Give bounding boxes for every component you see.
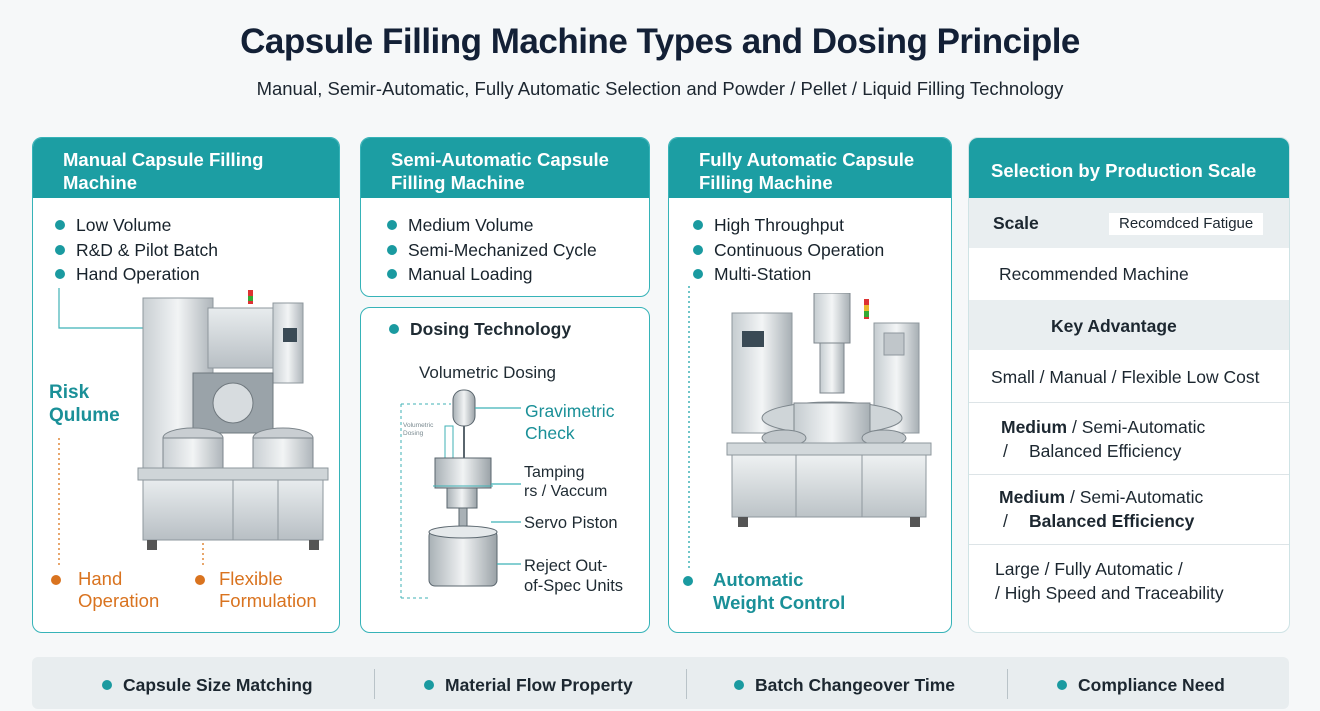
large-scale-row-2: / High Speed and Traceability (995, 583, 1224, 603)
medium-advantage-1: Balanced Efficiency (1029, 441, 1182, 461)
medium-slash: / (1003, 441, 1008, 461)
manual-machine-illustration (137, 290, 329, 550)
fatigue-header: Recomdced Fatigue (1109, 213, 1264, 235)
semi-card-title-line1: Semi-Automatic Capsule (391, 149, 609, 170)
recommended-machine-header: Recommended Machine (999, 264, 1189, 284)
full-machine-illustration (726, 293, 932, 527)
list-item: Hand Operation (55, 262, 218, 287)
list-item: Multi-Station (693, 262, 884, 287)
risk-qulume-label: Risk Qulume (49, 382, 120, 426)
table-row: Small / Manual / Flexible Low Cost (969, 352, 1289, 402)
factor-batch-changeover: Batch Changeover Time (734, 675, 955, 696)
bullet-dot-icon (1057, 680, 1067, 690)
list-item: Low Volume (55, 213, 218, 238)
factor-capsule-size: Capsule Size Matching (102, 675, 313, 696)
semi-automatic-card: Semi-Automatic Capsule Filling Machine M… (360, 137, 650, 297)
volumetric-small-label: Volumetric Dosing (403, 422, 434, 437)
medium-scale-row-1: Medium / Semi-Automatic (1001, 417, 1206, 437)
bullet-dot-icon (424, 680, 434, 690)
flexible-formulation-label: Flexible Formulation (195, 568, 317, 612)
semi-card-header: Semi-Automatic Capsule Filling Machine (361, 138, 649, 198)
bullet-dot-icon (693, 244, 703, 255)
selection-factors-bar: Capsule Size Matching Material Flow Prop… (32, 657, 1289, 709)
medium-slash-2: / (1003, 511, 1008, 531)
semi-feature-list: Medium Volume Semi-Mechanized Cycle Manu… (387, 213, 597, 287)
factor-material-flow: Material Flow Property (424, 675, 633, 696)
selection-by-scale-card: Selection by Production Scale Scale Reco… (968, 137, 1290, 633)
scale-header: Scale (993, 213, 1039, 233)
bullet-dot-icon (387, 269, 397, 279)
table-row: Recommended Machine (969, 248, 1289, 300)
table-row: Key Advantage (969, 300, 1289, 350)
bullet-dot-icon (683, 576, 693, 586)
bullet-dot-icon (389, 324, 399, 334)
fully-automatic-card: Fully Automatic Capsule Filling Machine … (668, 137, 952, 633)
full-card-title-line1: Fully Automatic Capsule (699, 149, 915, 170)
list-item: R&D & Pilot Batch (55, 238, 218, 263)
divider (374, 669, 375, 699)
row-divider (969, 544, 1289, 545)
list-item: High Throughput (693, 213, 884, 238)
orange-dot-icon (51, 575, 61, 585)
full-connector-line (688, 286, 690, 568)
bullet-dot-icon (693, 220, 703, 230)
bullet-dot-icon (387, 244, 397, 255)
servo-piston-label: Servo Piston (524, 514, 618, 532)
dosing-diagram (400, 389, 521, 599)
small-scale-row: Small / Manual / Flexible Low Cost (991, 367, 1260, 387)
divider (1007, 669, 1008, 699)
dosing-technology-card: Dosing Technology Volumetric Dosing Volu… (360, 307, 650, 633)
manual-machine-card: Manual Capsule Filling Machine Low Volum… (32, 137, 340, 633)
list-item: Medium Volume (387, 213, 597, 238)
dosing-title: Dosing Technology (389, 319, 571, 340)
bullet-dot-icon (734, 680, 744, 690)
reject-units-label: Reject Out- of-Spec Units (524, 557, 624, 595)
bullet-dot-icon (387, 220, 397, 230)
bullet-dot-icon (102, 680, 112, 690)
bullet-dot-icon (55, 244, 65, 255)
page-title: Capsule Filling Machine Types and Dosing… (240, 22, 1080, 61)
volumetric-dosing-label: Volumetric Dosing (419, 363, 557, 382)
list-item: Semi-Mechanized Cycle (387, 238, 597, 263)
full-card-header: Fully Automatic Capsule Filling Machine (669, 138, 951, 198)
bullet-dot-icon (55, 220, 65, 230)
selection-header: Selection by Production Scale (969, 138, 1289, 198)
semi-card-title-line2: Filling Machine (391, 172, 525, 193)
list-item: Manual Loading (387, 262, 597, 287)
orange-dot-icon (195, 575, 205, 585)
full-card-title-line2: Filling Machine (699, 172, 833, 193)
medium-advantage-2: Balanced Efficiency (1029, 511, 1195, 531)
large-scale-row-1: Large / Fully Automatic / (995, 559, 1183, 579)
bullet-dot-icon (55, 269, 65, 279)
gravimetric-check-label: Gravimetric Check (525, 401, 615, 443)
factor-compliance: Compliance Need (1057, 675, 1225, 696)
medium-scale-row-2: Medium / Semi-Automatic (999, 487, 1204, 507)
bullet-dot-icon (693, 269, 703, 279)
row-divider (969, 474, 1289, 475)
list-item: Continuous Operation (693, 238, 884, 263)
table-row: Medium / Semi-Automatic / Balanced Effic… (969, 404, 1289, 472)
manual-card-header: Manual Capsule Filling Machine (33, 138, 339, 198)
table-row: Medium / Semi-Automatic / Balanced Effic… (969, 476, 1289, 544)
hand-operation-label: Hand Operation (51, 568, 159, 612)
page-subtitle: Manual, Semir-Automatic, Fully Automatic… (256, 78, 1064, 99)
row-divider (969, 402, 1289, 403)
manual-feature-list: Low Volume R&D & Pilot Batch Hand Operat… (55, 213, 218, 287)
divider (686, 669, 687, 699)
tamping-label: Tamping rs / Vaccum (524, 464, 608, 500)
automatic-weight-control-label: Automatic Weight Control (683, 568, 845, 614)
manual-card-title-line2: Machine (63, 172, 138, 193)
key-advantage-header: Key Advantage (1051, 316, 1177, 336)
full-feature-list: High Throughput Continuous Operation Mul… (693, 213, 884, 287)
manual-card-title-line1: Manual Capsule Filling (63, 149, 264, 170)
table-row: Scale Recomdced Fatigue (969, 198, 1289, 248)
table-row: Large / Fully Automatic / / High Speed a… (969, 546, 1289, 632)
